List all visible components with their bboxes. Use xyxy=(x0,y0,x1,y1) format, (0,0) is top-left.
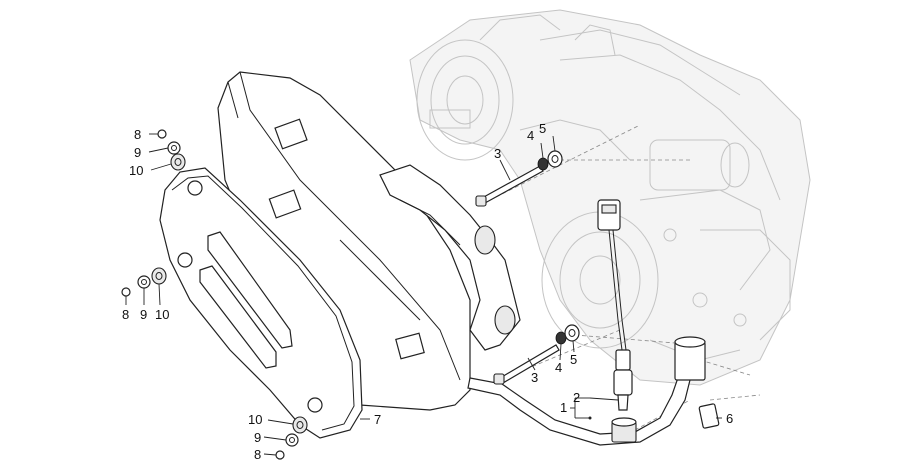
callout-9-left: 9 xyxy=(140,307,147,322)
callout-9-top: 9 xyxy=(134,145,141,160)
engine-ghost xyxy=(409,9,811,386)
callout-8-top: 8 xyxy=(134,127,141,142)
lambda-sensor xyxy=(597,199,633,411)
callout-3-bottom: 3 xyxy=(531,370,538,385)
callout-10-top: 10 xyxy=(129,163,143,178)
clamp-part xyxy=(698,403,720,429)
callout-4-top: 4 xyxy=(527,128,534,143)
callout-1: 1 xyxy=(560,400,567,415)
callout-10-left: 10 xyxy=(155,307,169,322)
callout-10-bottom: 10 xyxy=(248,412,262,427)
callout-4-bottom: 4 xyxy=(555,360,562,375)
callout-labels: 8 9 10 8 9 10 10 9 8 7 3 3 4 5 4 5 2 1 6 xyxy=(122,121,733,462)
heat-shield xyxy=(159,167,363,439)
leader-lines xyxy=(125,133,722,456)
callout-5-bottom: 5 xyxy=(570,352,577,367)
callout-7: 7 xyxy=(374,412,381,427)
callout-3-top: 3 xyxy=(494,146,501,161)
callout-8-bottom: 8 xyxy=(254,447,261,462)
leader-dot xyxy=(588,416,592,420)
callout-5-top: 5 xyxy=(539,121,546,136)
callout-2: 2 xyxy=(573,390,580,405)
small-hardware xyxy=(121,129,308,460)
mounting-bracket xyxy=(379,164,521,351)
exhaust-pipe xyxy=(467,336,706,446)
callout-8-left: 8 xyxy=(122,307,129,322)
callout-9-bottom: 9 xyxy=(254,430,261,445)
callout-6: 6 xyxy=(726,411,733,426)
bolts-and-washers xyxy=(475,150,580,385)
